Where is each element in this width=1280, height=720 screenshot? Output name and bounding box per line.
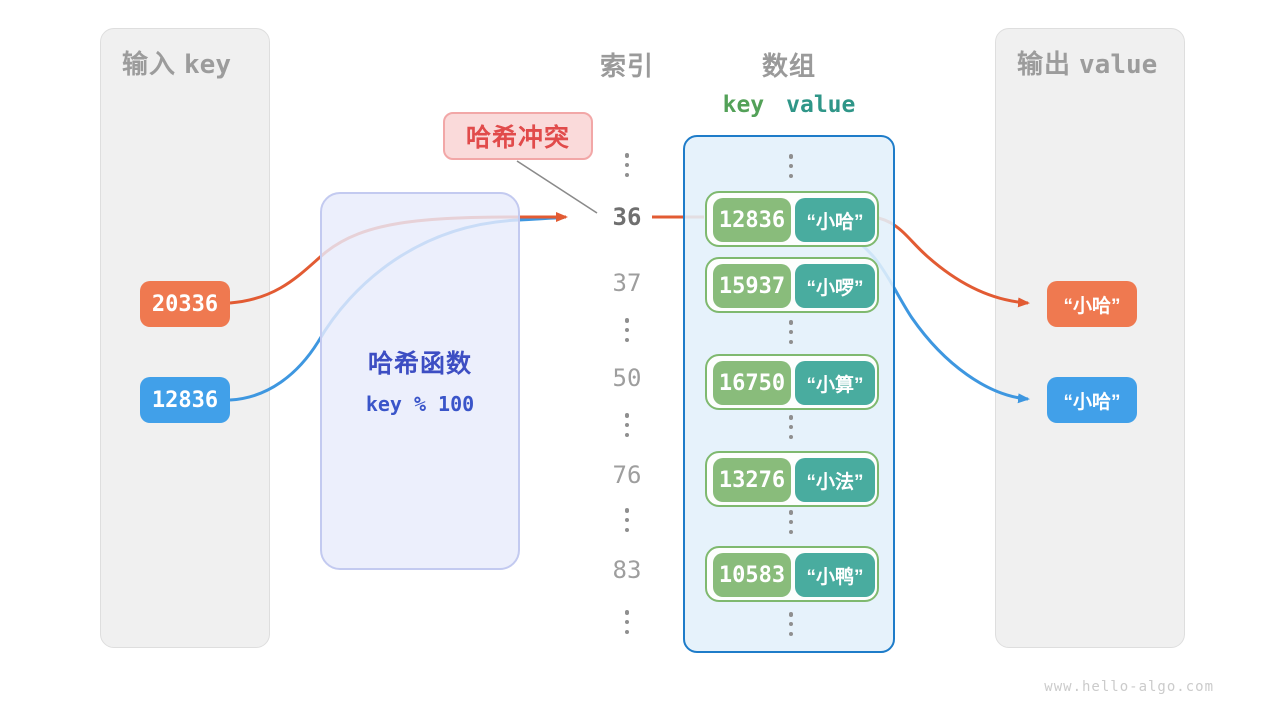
output-title-latin: value — [1079, 50, 1158, 80]
index-value-83: 83 — [612, 556, 642, 584]
array-column-header: 数组 — [761, 51, 816, 81]
array-key-cell: 12836 — [713, 198, 791, 242]
array-container: 12836 “小哈” 15937 “小啰” 16750 “小算” 13276 “… — [683, 135, 895, 653]
key-header-label: key — [722, 92, 765, 118]
array-value-cell: “小法” — [795, 458, 875, 502]
value-header-label: value — [786, 92, 856, 118]
array-row: 13276 “小法” — [705, 451, 879, 507]
index-value-36: 36 — [612, 203, 642, 231]
index-value-50: 50 — [612, 364, 642, 392]
input-title-cjk: 输入 — [122, 49, 177, 79]
array-value-cell: “小算” — [795, 361, 875, 405]
hash-function-box: 哈希函数 key % 100 — [320, 192, 520, 570]
array-row: 16750 “小算” — [705, 354, 879, 410]
output-title-cjk: 输出 — [1017, 49, 1072, 79]
vertical-ellipsis — [781, 320, 801, 344]
array-key-cell: 15937 — [713, 264, 791, 308]
vertical-ellipsis — [617, 318, 637, 342]
array-key-cell: 13276 — [713, 458, 791, 502]
hash-function-title: 哈希函数 — [367, 350, 472, 378]
input-key-chip: 12836 — [140, 377, 230, 423]
vertical-ellipsis — [781, 612, 801, 636]
array-key-cell: 10583 — [713, 553, 791, 597]
array-value-cell: “小啰” — [795, 264, 875, 308]
array-row: 15937 “小啰” — [705, 257, 879, 313]
array-row: 10583 “小鸭” — [705, 546, 879, 602]
vertical-ellipsis — [781, 510, 801, 534]
output-value-chip: “小哈” — [1047, 377, 1137, 423]
hash-function-formula: key % 100 — [365, 392, 475, 416]
array-key-cell: 16750 — [713, 361, 791, 405]
vertical-ellipsis — [617, 413, 637, 437]
vertical-ellipsis — [781, 415, 801, 439]
hash-collision-callout: 哈希冲突 — [443, 112, 593, 160]
vertical-ellipsis — [617, 610, 637, 634]
key-value-header: key value — [700, 92, 878, 118]
index-column-header: 索引 — [599, 51, 654, 81]
output-value-chip: “小哈” — [1047, 281, 1137, 327]
array-row: 12836 “小哈” — [705, 191, 879, 247]
input-key-chip: 20336 — [140, 281, 230, 327]
input-panel — [100, 28, 270, 648]
vertical-ellipsis — [781, 154, 801, 178]
watermark: www.hello-algo.com — [1044, 679, 1214, 695]
vertical-ellipsis — [617, 508, 637, 532]
index-value-37: 37 — [612, 269, 642, 297]
array-value-cell: “小哈” — [795, 198, 875, 242]
input-title-latin: key — [184, 50, 231, 80]
index-value-76: 76 — [612, 461, 642, 489]
vertical-ellipsis — [617, 153, 637, 177]
array-value-cell: “小鸭” — [795, 553, 875, 597]
output-panel — [995, 28, 1185, 648]
